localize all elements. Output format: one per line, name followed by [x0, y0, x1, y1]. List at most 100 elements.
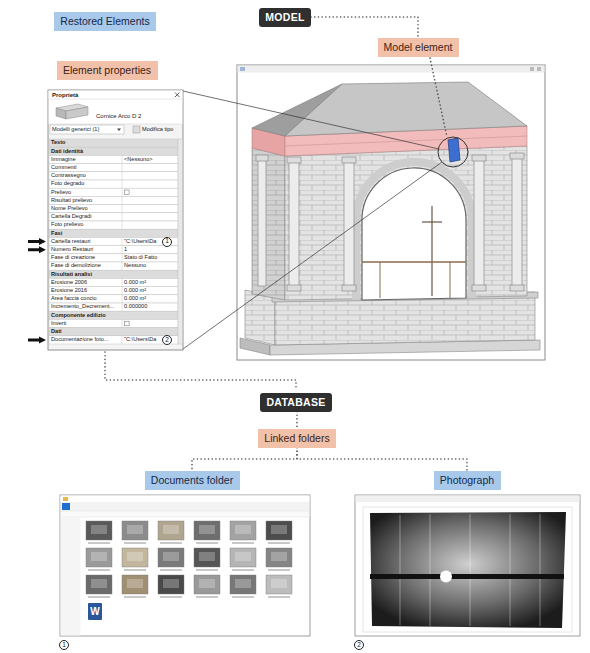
column-divider — [122, 164, 123, 172]
file-name-bar — [88, 542, 110, 544]
column-divider — [122, 155, 123, 163]
property-row — [49, 262, 178, 270]
property-row — [49, 254, 178, 262]
properties-panel — [48, 90, 183, 350]
column-divider — [122, 336, 123, 344]
column-divider — [122, 180, 123, 188]
file-name-bar — [232, 596, 254, 598]
file-name-bar — [232, 569, 254, 571]
thumbnail — [266, 521, 292, 540]
thumbnail — [86, 548, 112, 567]
box-text: Linked folders — [264, 432, 329, 444]
thumbnail-detail — [127, 525, 143, 534]
dotted-connector — [311, 17, 418, 38]
panel-text: 0.000 m² — [124, 288, 146, 294]
property-row — [49, 319, 178, 327]
property-row — [49, 237, 178, 245]
panel-text: Cornice Arco D 2 — [96, 113, 141, 119]
panel-text: Testo — [51, 140, 66, 146]
panel-text: Risultati prelievo — [51, 198, 92, 204]
property-row — [49, 164, 178, 172]
box-text: DATABASE — [266, 396, 325, 408]
thumbnail-detail — [199, 579, 215, 588]
thumbnail-detail — [199, 525, 215, 534]
group-header-row — [49, 311, 178, 319]
thumbnail-detail — [235, 525, 251, 534]
thumbnail — [230, 548, 256, 567]
thumbnail-detail — [163, 525, 179, 534]
category-tag: Photograph — [434, 471, 501, 490]
box-text: Documents folder — [151, 474, 233, 486]
thumbnail-detail — [163, 579, 179, 588]
thumbnail — [230, 521, 256, 540]
property-row — [49, 295, 178, 303]
property-row — [49, 205, 178, 213]
panel-text: Fase di creazione — [51, 255, 95, 261]
item-tag: Element properties — [57, 61, 158, 80]
column-divider — [122, 319, 123, 327]
section-header: MODEL — [259, 8, 311, 27]
leader-line — [183, 91, 439, 149]
property-row — [49, 287, 178, 295]
panel-text: Dati identità — [51, 149, 83, 155]
thumbnail — [122, 521, 148, 540]
thumbnail-detail — [199, 552, 215, 561]
panel-text: Documentazione foto... — [51, 337, 109, 343]
file-name-bar — [124, 569, 146, 571]
panel-text: Immagine — [51, 157, 76, 163]
scrollbar — [178, 139, 183, 344]
callout-number: 1 — [59, 640, 69, 650]
leader-line — [183, 162, 442, 349]
panel-text: "C:\Users\Da — [124, 337, 156, 343]
column-divider — [122, 287, 123, 295]
category-tag: Documents folder — [145, 471, 240, 490]
file-name-bar — [196, 542, 218, 544]
column-divider — [122, 295, 123, 303]
dotted-leader — [105, 352, 296, 390]
panel-text: Numero Restauri — [51, 247, 93, 253]
thumbnail-detail — [271, 579, 287, 588]
panel-text: Stato di Fatto — [124, 255, 157, 261]
property-row — [49, 246, 178, 254]
file-name-bar — [88, 569, 110, 571]
panel-text: Commenti — [51, 165, 77, 171]
panel-text: Area faccia concio — [51, 296, 97, 302]
documents-window — [60, 495, 310, 636]
column-divider — [122, 205, 123, 213]
thumbnail — [158, 521, 184, 540]
thumbnail — [158, 575, 184, 594]
file-name-bar — [88, 596, 110, 598]
property-row — [49, 278, 178, 286]
property-row — [49, 336, 178, 344]
section-header: DATABASE — [260, 393, 332, 412]
property-row — [49, 196, 178, 204]
thumbnail — [194, 548, 220, 567]
property-row — [49, 155, 178, 163]
panel-text: Proprietà — [52, 92, 78, 98]
thumbnail — [194, 521, 220, 540]
panel-text: Fasi — [51, 231, 62, 237]
thumbnail-detail — [235, 579, 251, 588]
panel-text: Componente edilizio — [51, 313, 106, 319]
group-header-row — [49, 139, 178, 147]
thumbnail — [194, 575, 220, 594]
checkbox — [125, 321, 130, 326]
file-name-bar — [124, 596, 146, 598]
photograph-window — [355, 495, 580, 636]
panel-text: "C:\Users\Da — [124, 239, 156, 245]
column-divider — [122, 246, 123, 254]
panel-text: Modelli generici (1) — [52, 127, 99, 133]
column-divider — [122, 221, 123, 229]
property-row — [49, 180, 178, 188]
thumbnail-detail — [91, 525, 107, 534]
property-row — [49, 213, 178, 221]
thumbnail-detail — [91, 552, 107, 561]
dotted-connector — [297, 448, 467, 471]
panel-text: Inverti — [51, 321, 66, 327]
column-divider — [122, 213, 123, 221]
file-name-bar — [160, 596, 182, 598]
panel-text: Incremento_Decrement... — [51, 304, 114, 310]
panel-text: Risultati analisi — [51, 272, 92, 278]
